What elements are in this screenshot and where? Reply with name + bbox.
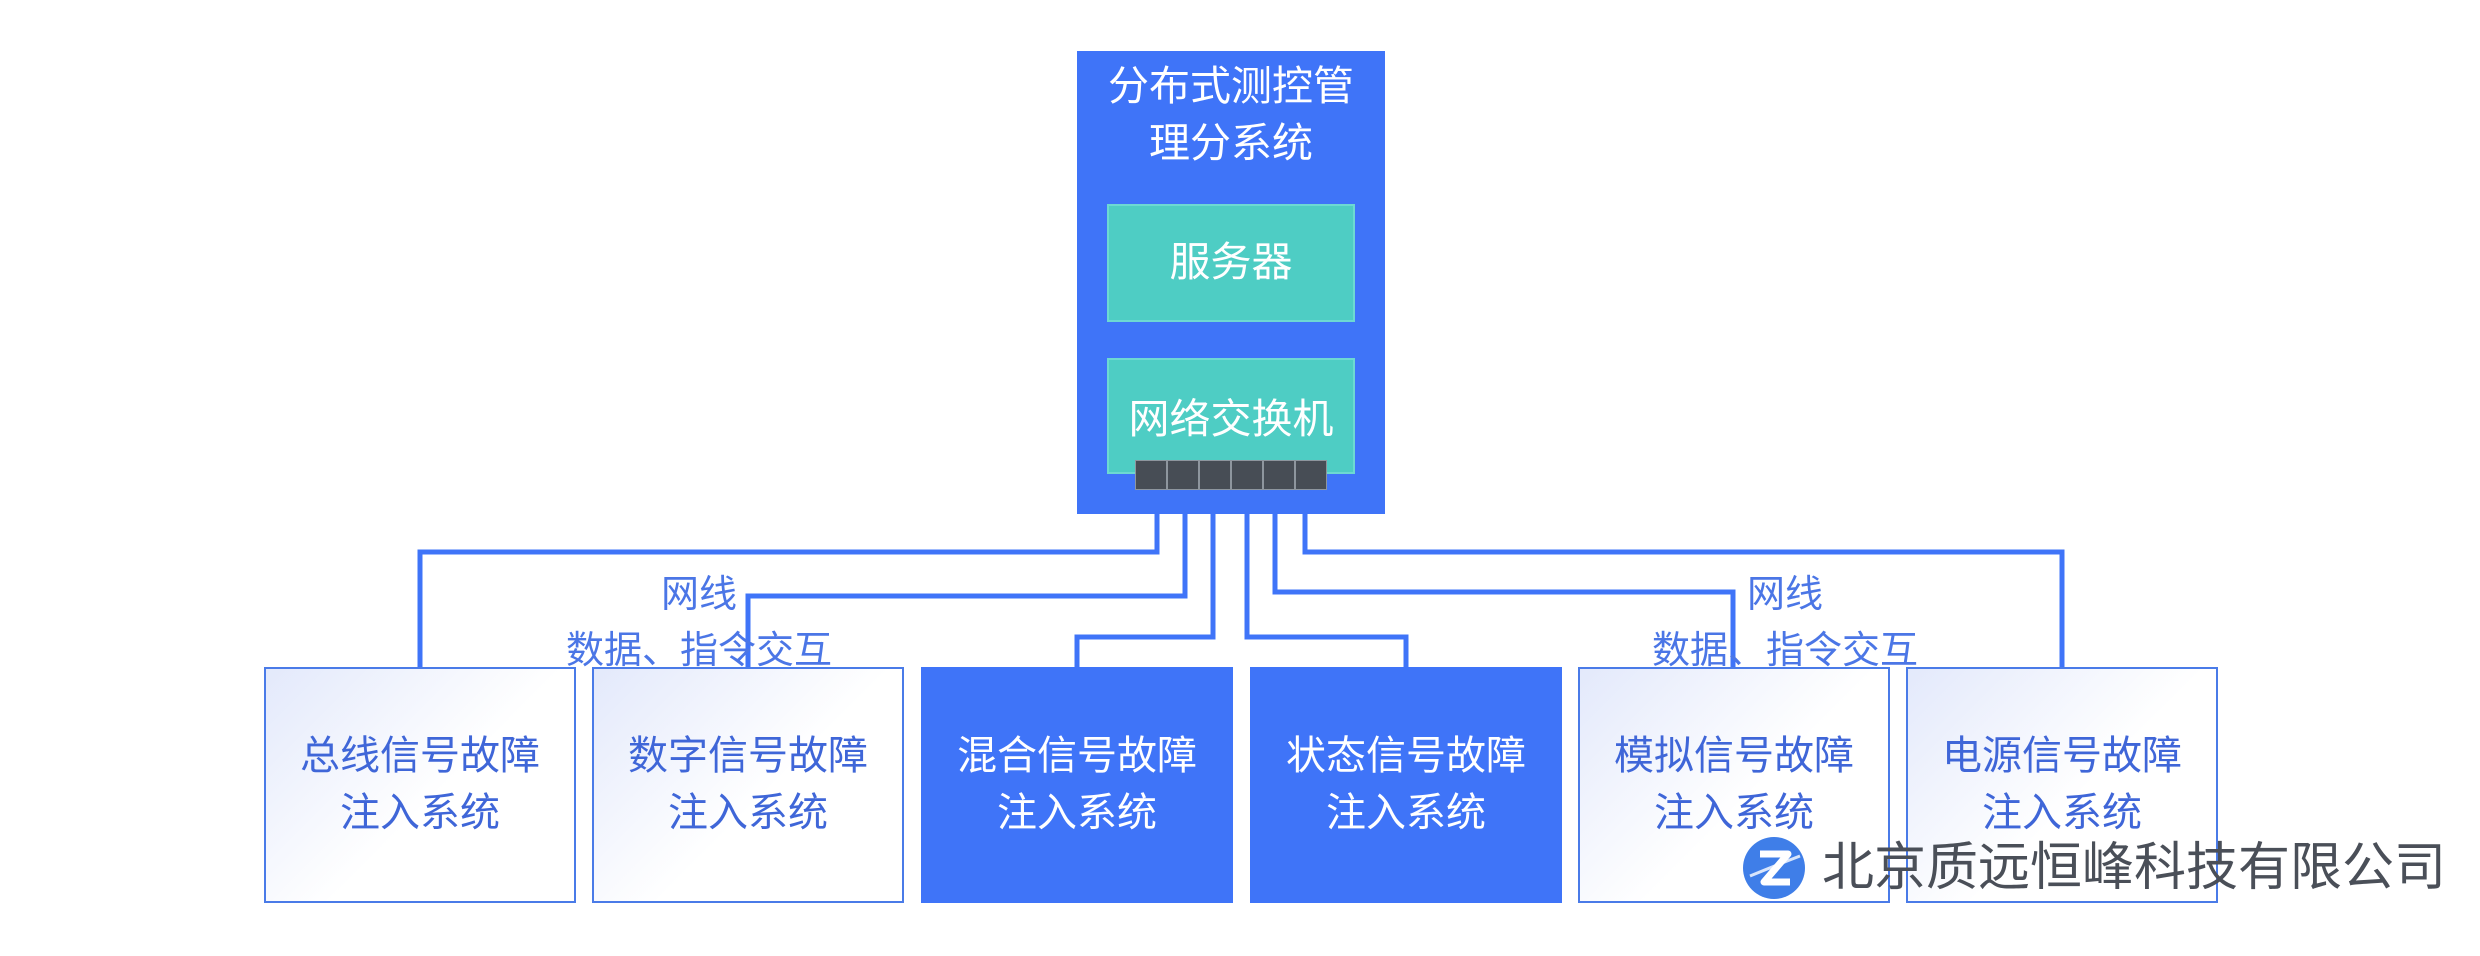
subsystem-label-line-2: 注入系统 bbox=[997, 790, 1157, 836]
subsystem-label-line-1: 混合信号故障 bbox=[957, 733, 1197, 779]
wire-label-right: 网线 数据、指令交互 bbox=[1630, 566, 1940, 678]
wire-label-right-line-1: 网线 bbox=[1746, 572, 1823, 616]
mixed-signal-fault-injection-system: 混合信号故障注入系统 bbox=[921, 667, 1233, 903]
wire-digital bbox=[745, 514, 1188, 667]
switch-port bbox=[1231, 460, 1263, 490]
company-name: 北京质远恒峰科技有限公司 bbox=[1822, 838, 2447, 898]
bus-signal-fault-injection-system: 总线信号故障注入系统 bbox=[264, 667, 576, 903]
server-box: 服务器 bbox=[1107, 204, 1355, 322]
switch-port bbox=[1167, 460, 1199, 490]
wire-analog bbox=[1272, 514, 1736, 667]
switch-ports bbox=[1135, 460, 1327, 490]
state-signal-fault-injection-system: 状态信号故障注入系统 bbox=[1250, 667, 1562, 903]
switch-port bbox=[1135, 460, 1167, 490]
subsystem-label-line-2: 注入系统 bbox=[1654, 790, 1814, 836]
main-title-line-2: 理分系统 bbox=[1149, 119, 1313, 167]
wire-label-left: 网线 数据、指令交互 bbox=[544, 566, 854, 678]
subsystem-label-line-2: 注入系统 bbox=[340, 790, 500, 836]
wire-label-left-line-2: 数据、指令交互 bbox=[565, 628, 832, 672]
main-title-line-1: 分布式测控管 bbox=[1108, 62, 1354, 110]
wire-state bbox=[1244, 514, 1409, 667]
network-switch-box: 网络交换机 bbox=[1107, 358, 1355, 474]
analog-signal-fault-injection-system: 模拟信号故障注入系统 bbox=[1578, 667, 1890, 903]
wire-power bbox=[1302, 514, 2065, 667]
subsystem-label-line-1: 数字信号故障 bbox=[628, 733, 868, 779]
wire-label-left-line-1: 网线 bbox=[660, 572, 737, 616]
subsystem-label-line-1: 电源信号故障 bbox=[1942, 733, 2182, 779]
subsystem-label-line-2: 注入系统 bbox=[1982, 790, 2142, 836]
wire-mixed bbox=[1074, 514, 1216, 667]
subsystem-label-line-1: 总线信号故障 bbox=[300, 733, 540, 779]
subsystem-label-line-2: 注入系统 bbox=[668, 790, 828, 836]
main-system-title: 分布式测控管 理分系统 bbox=[1077, 58, 1385, 172]
power-signal-fault-injection-system: 电源信号故障注入系统 bbox=[1906, 667, 2218, 903]
subsystem-label-line-2: 注入系统 bbox=[1326, 790, 1486, 836]
subsystem-label-line-1: 状态信号故障 bbox=[1286, 733, 1526, 779]
switch-port bbox=[1263, 460, 1295, 490]
company-logo-icon bbox=[1743, 837, 1805, 899]
wire-label-right-line-2: 数据、指令交互 bbox=[1651, 628, 1918, 672]
digital-signal-fault-injection-system: 数字信号故障注入系统 bbox=[592, 667, 904, 903]
subsystem-label-line-1: 模拟信号故障 bbox=[1614, 733, 1854, 779]
switch-port bbox=[1199, 460, 1231, 490]
wire-bus bbox=[417, 514, 1160, 667]
switch-port bbox=[1295, 460, 1327, 490]
